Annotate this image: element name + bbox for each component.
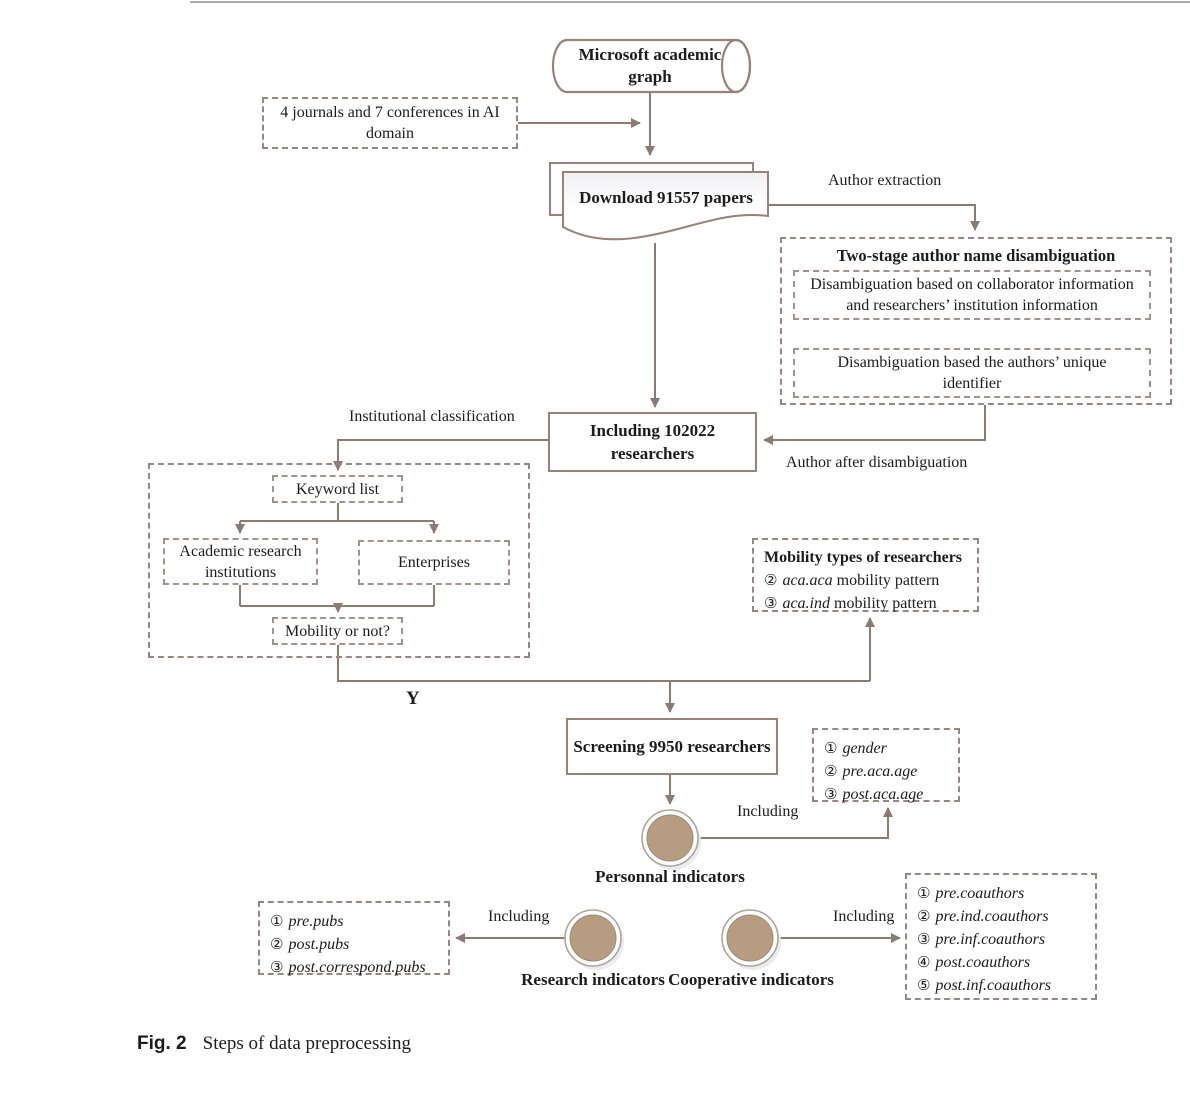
node-keyword-list: Keyword list xyxy=(272,475,403,503)
node-including-researchers: Including 102022 researchers xyxy=(548,412,757,472)
label-author-extraction: Author extraction xyxy=(828,172,942,189)
circled-number-icon: ④ xyxy=(917,953,931,971)
circled-number-icon: ⑤ xyxy=(917,976,931,994)
label-institutional-classification: Institutional classification xyxy=(349,408,515,425)
research-indicators-label: Research indicators xyxy=(521,970,665,989)
circled-number-icon: ③ xyxy=(917,930,931,948)
node-academic-institutions: Academic research institutions xyxy=(163,538,318,585)
node-screening-researchers: Screening 9950 researchers xyxy=(566,718,778,775)
label-including-cooperative: Including xyxy=(833,908,895,925)
connector-disambiguation-to-including xyxy=(763,405,986,445)
node-download-papers: Download 91557 papers xyxy=(579,188,753,207)
node-journals-conferences: 4 journals and 7 conferences in AI domai… xyxy=(262,97,518,149)
circled-number-icon: ① xyxy=(917,884,931,902)
database-cylinder-shape xyxy=(551,38,752,94)
circled-number-icon: ③ xyxy=(764,594,778,612)
circled-number-icon: ② xyxy=(917,907,931,925)
personal-indicators-circle xyxy=(641,809,701,870)
figure-caption-title: Steps of data preprocessing xyxy=(202,1033,412,1054)
node-disambiguation-stage2: Disambiguation based the authors’ unique… xyxy=(793,348,1151,398)
circled-number-icon: ① xyxy=(824,739,838,757)
circled-number-icon: ② xyxy=(764,571,778,589)
figure-caption-label: Fig. 2 xyxy=(137,1033,187,1054)
circled-number-icon: ② xyxy=(824,762,838,780)
node-enterprises: Enterprises xyxy=(358,540,510,585)
label-yes-branch: Y xyxy=(406,688,420,709)
label-including-research: Including xyxy=(488,908,550,925)
figure-caption: Fig. 2 Steps of data preprocessing xyxy=(137,1033,411,1055)
label-including-personal: Including xyxy=(737,803,799,820)
connector-download-to-disambiguation xyxy=(768,204,980,231)
connector-including-to-keyword xyxy=(333,439,548,471)
personal-indicators-label: Personnal indicators xyxy=(595,867,745,886)
circled-number-icon: ③ xyxy=(270,958,284,976)
mobility-types-title: Mobility types of researchers xyxy=(764,549,963,566)
document-shape xyxy=(549,162,769,241)
circled-number-icon: ① xyxy=(270,912,284,930)
research-indicators-circle xyxy=(564,909,624,970)
cooperative-indicators-label: Cooperative indicators xyxy=(668,970,834,989)
cooperative-indicators-circle xyxy=(721,909,781,970)
node-mobility-or-not: Mobility or not? xyxy=(272,617,403,645)
circled-number-icon: ③ xyxy=(824,785,838,803)
node-microsoft-academic-graph: Microsoft academic graph xyxy=(578,45,722,86)
connector-personal-to-genderbox xyxy=(698,807,893,839)
group-institutional-classification xyxy=(148,463,530,658)
circled-number-icon: ② xyxy=(270,935,284,953)
label-author-after-disambiguation: Author after disambiguation xyxy=(786,454,968,471)
node-disambiguation-stage1: Disambiguation based on collaborator inf… xyxy=(793,270,1151,320)
page-top-rule xyxy=(190,1,1190,3)
disambiguation-title: Two-stage author name disambiguation xyxy=(836,246,1116,265)
